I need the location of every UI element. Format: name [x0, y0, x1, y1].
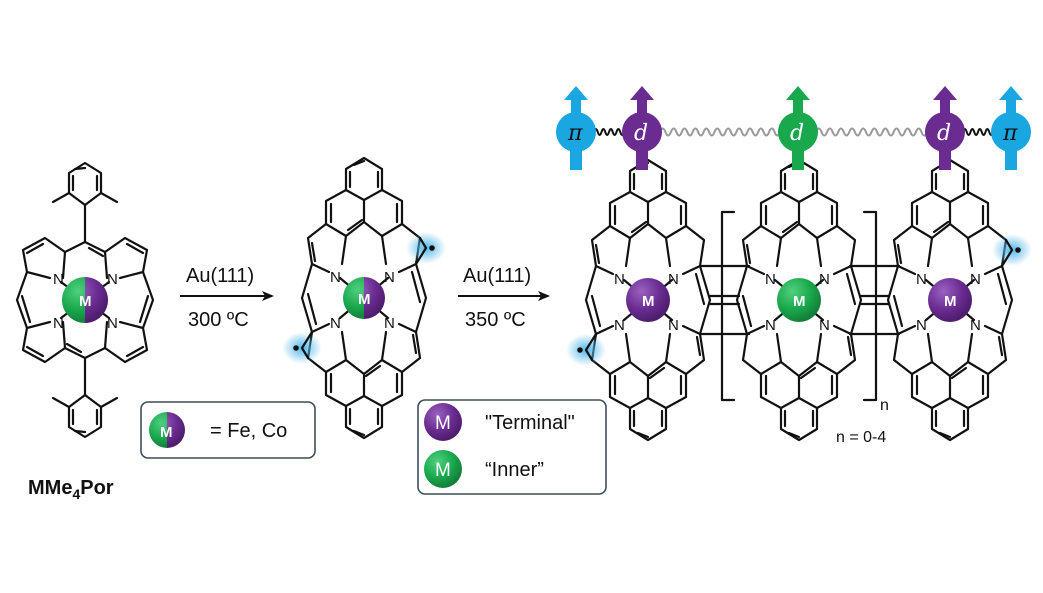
fused-porphyrin-unit: N N N NM — [282, 156, 446, 440]
exchange-coupling-spring — [593, 128, 625, 136]
spin-up-arrow-icon — [786, 86, 810, 114]
svg-text:M: M — [435, 460, 451, 481]
legend-metal-box: M = Fe, Co — [140, 401, 316, 459]
metal-label: M — [944, 293, 957, 310]
radical-dot — [293, 345, 299, 351]
mmme4por-molecule: N N N N M — [15, 161, 155, 439]
terminal-porphyrin-right: N N N NM — [886, 158, 1032, 442]
repeat-range-label: n = 0-4 — [836, 429, 886, 446]
exchange-coupling-spring — [962, 128, 994, 136]
mesityl-top — [51, 161, 119, 244]
nitrogen-label: N — [668, 317, 679, 334]
reaction-arrow-1: Au(111) 300 ºC — [180, 265, 274, 331]
nitrogen-label: N — [916, 271, 927, 288]
nitrogen-label: N — [53, 271, 64, 288]
radical-dot — [577, 347, 583, 353]
nitrogen-label: N — [819, 271, 830, 288]
metal-center: M — [343, 277, 385, 319]
nitrogen-label: N — [384, 269, 395, 286]
inner-porphyrin: N N N NM — [735, 158, 863, 442]
nitrogen-label: N — [330, 315, 341, 332]
compound-label: MMe4Por — [28, 477, 114, 502]
metal-center: M — [777, 278, 821, 322]
spin-up-arrow-icon — [564, 86, 588, 114]
metal-split-icon: M — [149, 412, 185, 448]
nitrogen-label: N — [53, 315, 64, 332]
spin-site-d-terminal: d — [925, 86, 965, 170]
metal-label: M — [79, 293, 92, 310]
arrow1-condition-substrate: Au(111) — [186, 265, 254, 287]
metal-center: M — [626, 278, 670, 322]
spin-up-arrow-icon — [630, 86, 654, 114]
radical-dot — [429, 245, 435, 251]
nitrogen-label: N — [970, 317, 981, 334]
nitrogen-label: N — [614, 317, 625, 334]
nitrogen-label: N — [819, 317, 830, 334]
nitrogen-label: N — [384, 315, 395, 332]
fused-porphyrin-diradical: N N N NM — [282, 156, 446, 440]
nitrogen-label: N — [765, 317, 776, 334]
terminal-porphyrin-left: N N N NM — [566, 158, 712, 442]
legend-sites-box: M "Terminal" M “Inner” — [417, 399, 607, 495]
exchange-coupling-spring — [659, 127, 781, 137]
spin-symbol: π — [567, 121, 583, 146]
metal-label: M — [642, 293, 655, 310]
reaction-arrow-2: Au(111) 350 ºC — [458, 265, 550, 331]
spin-site-d-inner: d — [778, 86, 818, 170]
repeat-subscript: n — [880, 397, 889, 414]
legend-terminal-text: "Terminal" — [485, 412, 575, 434]
terminal-metal-icon: M — [424, 403, 462, 441]
nitrogen-label: N — [107, 271, 118, 288]
repeat-bracket: n — [720, 210, 889, 414]
inner-metal-icon: M — [424, 450, 462, 488]
spin-site-pi: π — [991, 86, 1031, 170]
arrow1-condition-temperature: 300 ºC — [188, 309, 249, 331]
spin-up-arrow-icon — [933, 86, 957, 114]
nitrogen-label: N — [330, 269, 341, 286]
spin-site-d-terminal: d — [622, 86, 662, 170]
arrow2-condition-temperature: 350 ºC — [465, 309, 526, 331]
spin-symbol: d — [634, 121, 648, 146]
nitrogen-label: N — [916, 317, 927, 334]
nitrogen-label: N — [668, 271, 679, 288]
mesityl-bottom — [51, 356, 119, 439]
legend-inner-text: “Inner” — [485, 459, 544, 481]
arrow2-condition-substrate: Au(111) — [463, 265, 531, 287]
svg-text:M: M — [435, 413, 451, 434]
spin-up-arrow-icon — [999, 86, 1023, 114]
svg-text:M: M — [160, 424, 173, 441]
metal-label: M — [793, 293, 806, 310]
metal-center-split: M — [62, 277, 108, 323]
legend-metal-text: = Fe, Co — [210, 420, 287, 442]
spin-symbol: π — [1002, 121, 1018, 146]
exchange-coupling-spring — [815, 127, 928, 137]
spin-symbol: d — [937, 121, 951, 146]
metal-center: M — [928, 278, 972, 322]
nitrogen-label: N — [614, 271, 625, 288]
nitrogen-label: N — [107, 315, 118, 332]
radical-dot — [1015, 247, 1021, 253]
spin-site-pi: π — [556, 86, 596, 170]
metal-label: M — [358, 291, 371, 308]
nitrogen-label: N — [765, 271, 776, 288]
spin-symbol: d — [790, 121, 804, 146]
nitrogen-label: N — [970, 271, 981, 288]
